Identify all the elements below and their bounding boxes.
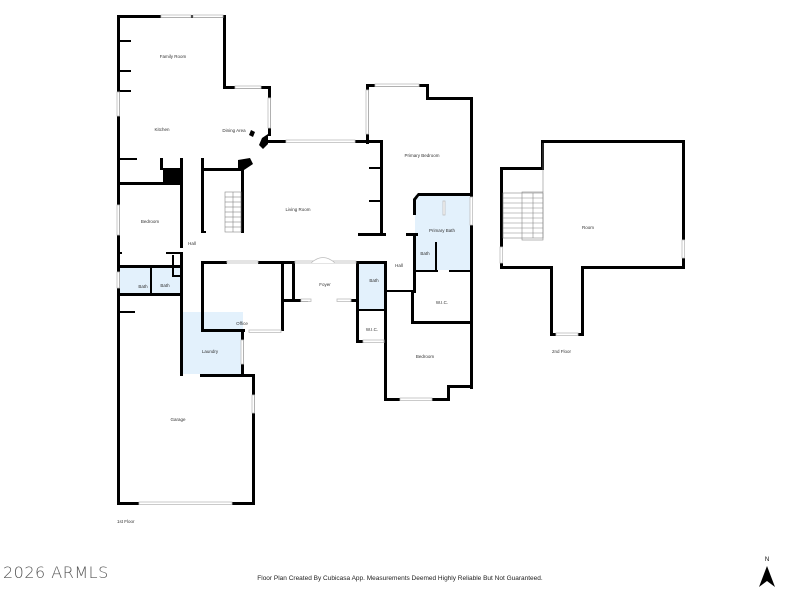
bath-fill-1 — [119, 268, 150, 294]
label-bath-1: Bath — [138, 284, 148, 289]
label-foyer: Foyer — [319, 282, 331, 287]
copyright-watermark: 2026 ARMLS — [3, 563, 109, 582]
compass-label: N — [765, 557, 769, 563]
label-bath-foyer: Bath — [369, 278, 379, 283]
primary-bath-fill — [415, 195, 470, 270]
label-dining-area: Dining Area — [222, 128, 246, 133]
second-floor-walls — [499, 140, 685, 336]
label-garage: Garage — [170, 417, 186, 422]
label-primary-bath: Primary Bath — [429, 228, 456, 233]
bath-fill-2 — [151, 268, 181, 294]
label-bedroom-west: Bedroom — [141, 219, 160, 224]
label-living-room: Living Room — [285, 207, 310, 212]
first-floor-windows — [116, 14, 473, 505]
label-bath-primary: Bath — [420, 251, 430, 256]
stairs-second-floor — [502, 143, 544, 241]
room-labels: Family Room Kitchen Dining Area Living R… — [117, 54, 594, 524]
stairs-first-floor — [224, 191, 242, 233]
label-family-room: Family Room — [160, 54, 187, 59]
label-primary-bedroom: Primary Bedroom — [404, 153, 439, 158]
label-wic-east: W.I.C. — [436, 300, 448, 305]
foyer-bath-fill — [359, 263, 386, 309]
label-1st-floor: 1st Floor — [117, 519, 135, 524]
label-laundry: Laundry — [202, 349, 219, 354]
label-office: Office — [236, 321, 248, 326]
label-hall-east: Hall — [395, 263, 403, 268]
label-kitchen: Kitchen — [154, 127, 170, 132]
label-2nd-floor: 2nd Floor — [552, 349, 572, 354]
label-bedroom-east: Bedroom — [416, 354, 435, 359]
label-room-2nd: Room — [582, 225, 594, 230]
label-hall-west: Hall — [188, 241, 196, 246]
label-bath-2: Bath — [160, 283, 170, 288]
north-arrow-icon: N — [759, 557, 775, 587]
laundry-fill — [183, 312, 243, 374]
wet-room-fills — [119, 195, 470, 374]
label-wic-foyer: W.I.C. — [366, 327, 378, 332]
disclaimer-text: Floor Plan Created By Cubicasa App. Meas… — [257, 575, 543, 582]
